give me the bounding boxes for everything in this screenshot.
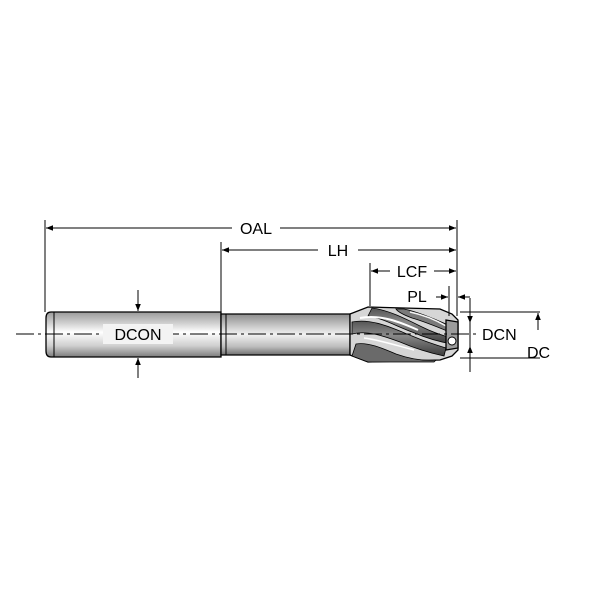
dimension-oal: OAL <box>46 221 456 238</box>
dimension-dc: DC <box>527 313 550 362</box>
dcn-label: DCN <box>482 327 517 344</box>
tool-body <box>45 306 459 363</box>
dimension-pl: PL <box>407 289 470 306</box>
fluted-section <box>349 306 459 363</box>
lcf-label: LCF <box>397 264 427 281</box>
dimension-lcf: LCF <box>371 264 456 281</box>
dimension-lh: LH <box>222 243 456 260</box>
pl-label: PL <box>407 289 427 306</box>
dcon-label: DCON <box>114 327 161 344</box>
dimension-dcn: DCN <box>467 302 517 368</box>
dc-label: DC <box>527 345 550 362</box>
lh-label: LH <box>328 243 348 260</box>
oal-label: OAL <box>240 221 272 238</box>
dimension-dcon: DCON <box>103 290 173 378</box>
